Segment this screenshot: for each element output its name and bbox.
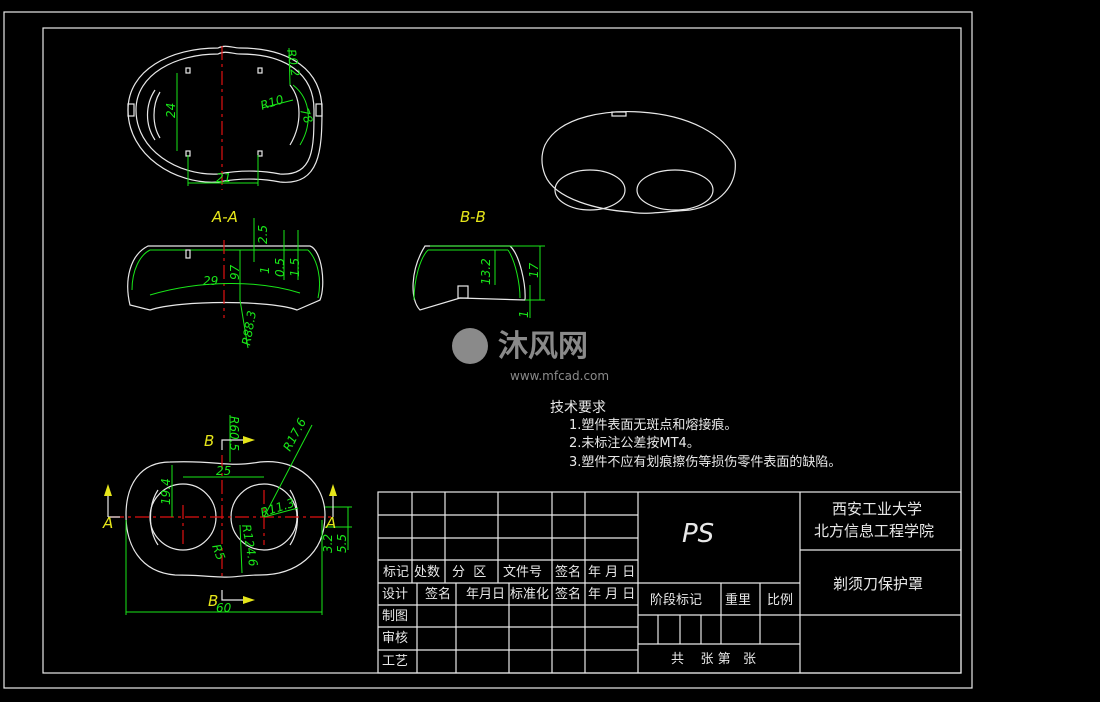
stage-mark-label: 阶段标记 [650, 593, 703, 608]
section-arrow-b-top: B [204, 432, 214, 450]
dim-r124-6: R124.6 [239, 523, 260, 568]
dim-r10: R10 [259, 92, 286, 113]
dim-13-2: 13.2 [479, 258, 493, 285]
dim-5-5: 5.5 [335, 534, 349, 553]
dim-r5: R5 [209, 542, 228, 562]
watermark-logo [452, 328, 488, 364]
hdr-date: 年 月 日 [588, 565, 636, 580]
hdr-std-date: 年 月 日 [588, 587, 636, 602]
bottom-view: A A B B R60.5 R17.6 25 19.4 R11.3 R124.6… [102, 415, 352, 615]
dim-0-5: 0.5 [273, 258, 287, 277]
section-label-bb: B-B [460, 208, 486, 226]
hdr-count: 处数 [414, 565, 441, 580]
section-arrow-a-left: A [102, 514, 113, 532]
tech-requirement-2: 2.未标注公差按MT4。 [569, 436, 700, 451]
dim-25: 25 [216, 464, 231, 478]
row-process: 工艺 [382, 654, 409, 669]
school-line-2: 北方信息工程学院 [814, 522, 935, 540]
section-arrow-b-bottom: B [208, 592, 218, 610]
hdr-design: 设计 [382, 587, 409, 602]
top-view: 24 21 R10 R0.2 78 [127, 45, 323, 190]
material-label: PS [682, 519, 715, 549]
dim-r17-6: R17.6 [280, 416, 309, 454]
hdr-std-sign: 签名 [555, 587, 582, 602]
section-a-a: A-A 2.5 1 0.5 1.5 29 97 R88.3 [127, 208, 324, 349]
dim-1-bb: 1 [517, 310, 531, 318]
dim-3-2: 3.2 [321, 534, 335, 553]
school-line-1: 西安工业大学 [832, 500, 923, 518]
tech-requirement-1: 1.塑件表面无斑点和熔接痕。 [569, 418, 738, 433]
hdr-file-no: 文件号 [503, 565, 543, 580]
row-drawing: 制图 [382, 609, 409, 624]
dim-29: 29 [203, 274, 218, 288]
weight-label: 重里 [725, 593, 752, 608]
title-block-grid [377, 491, 962, 674]
hdr-mark: 标记 [383, 565, 410, 580]
isometric-view [541, 111, 736, 214]
hdr-design-sign: 签名 [425, 587, 452, 602]
dim-19-4: 19.4 [159, 478, 173, 505]
part-name: 剃须刀保护罩 [833, 575, 924, 593]
watermark: 沐风网 www.mfcad.com [452, 328, 609, 383]
hdr-signature: 签名 [555, 565, 582, 580]
dim-2-5: 2.5 [256, 225, 270, 244]
row-review: 审核 [382, 631, 409, 646]
sheet-count: 共 张 第 张 [671, 652, 757, 667]
hdr-standardization: 标准化 [510, 587, 550, 602]
dim-r0-2: R0.2 [284, 48, 303, 77]
tech-requirement-3: 3.塑件不应有划痕擦伤等损伤零件表面的缺陷。 [569, 455, 842, 470]
tech-requirements-title: 技术要求 [550, 400, 606, 416]
dim-r60-5: R60.5 [227, 416, 241, 451]
dim-24: 24 [164, 103, 178, 118]
watermark-url: www.mfcad.com [510, 369, 609, 383]
section-label-aa: A-A [211, 208, 238, 226]
hdr-design-date: 年月日 [466, 587, 506, 602]
dim-r88-3: R88.3 [239, 310, 259, 347]
dim-17: 17 [527, 262, 541, 278]
watermark-brand: 沐风网 [498, 329, 588, 364]
section-b-b: B-B 13.2 17 1 [412, 208, 545, 318]
outer-frame [3, 11, 973, 689]
dim-60: 60 [216, 601, 232, 615]
dim-1: 1 [258, 266, 272, 274]
dim-1-5: 1.5 [288, 258, 302, 277]
scale-label: 比例 [767, 593, 794, 608]
hdr-zone: 分 区 [452, 565, 487, 580]
section-arrow-a-right: A [325, 514, 336, 532]
dim-21: 21 [216, 171, 231, 185]
dim-78: 78 [297, 106, 316, 125]
dim-97: 97 [228, 264, 242, 280]
